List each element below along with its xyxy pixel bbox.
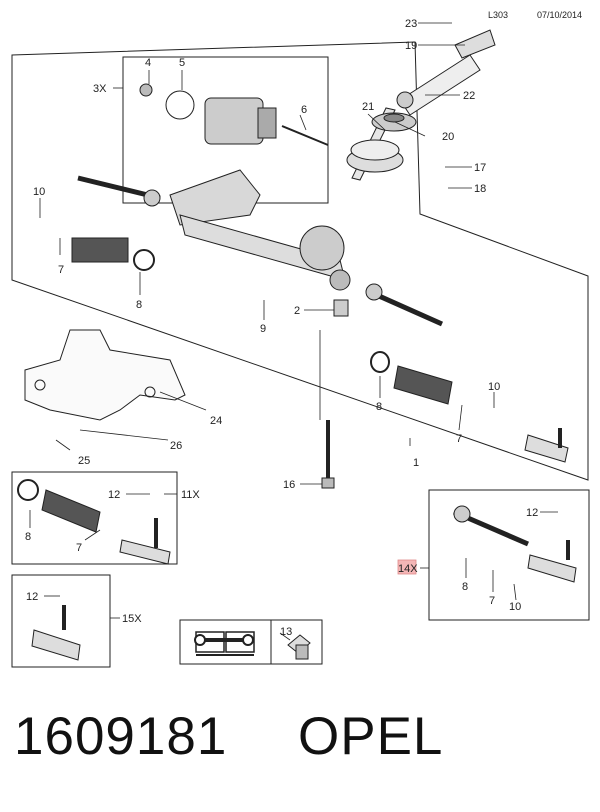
service-manual-icon [194,631,255,656]
callout-11x: 11X [181,489,200,501]
tie-rod-end-kit-14x [527,540,577,583]
kit-14x-box [428,489,590,621]
callout-10b: 10 [488,381,500,393]
callout-12a: 12 [108,489,120,501]
highlight-14x [397,559,417,575]
callout-8a: 8 [136,299,142,311]
adhesive-tube-icon [287,634,311,660]
tie-rod-left [77,175,161,207]
callout-9: 9 [260,323,266,335]
callout-26: 26 [170,440,182,452]
tie-rod-kit [453,505,529,547]
callout-2: 2 [294,305,300,317]
callout-7a: 7 [58,264,64,276]
callout-7c: 7 [76,542,82,554]
callout-20: 20 [442,131,454,143]
tools-box [179,619,323,665]
callout-21: 21 [362,101,374,113]
diagram-date: 07/10/2014 [537,10,582,20]
callout-8c: 8 [25,531,31,543]
callout-4: 4 [145,57,151,69]
kit-11x-box [11,471,178,565]
callout-19: 19 [405,40,417,52]
boot-right [370,351,453,405]
electric-motor [139,83,329,146]
callout-14x: 14X [398,563,418,575]
callout-5: 5 [179,57,185,69]
tie-rod-right [365,283,444,327]
tie-rod-end-kit-15x [31,605,81,661]
callout-10c: 10 [509,601,521,613]
callout-25: 25 [78,455,90,467]
callout-1: 1 [413,457,419,469]
leader-lines [29,22,558,641]
callout-22: 22 [463,90,475,102]
callout-12c: 12 [526,507,538,519]
brand-name: OPEL [298,707,444,766]
callout-7d: 7 [489,595,495,607]
tie-rod-end-kit-11x [119,518,171,565]
callout-12b: 12 [26,591,38,603]
bushing [333,299,349,317]
callout-7b: 7 [456,433,462,445]
mounting-bolt [321,420,335,489]
callout-23: 23 [405,18,417,30]
callout-16: 16 [283,479,295,491]
callout-6: 6 [301,104,307,116]
callout-24: 24 [210,415,222,427]
callout-3x: 3X [93,83,107,95]
callout-8d: 8 [462,581,468,593]
callout-18: 18 [474,183,486,195]
diagram-code: L303 [488,10,508,20]
tie-rod-end-right [524,428,569,463]
main-assembly-frame [11,41,589,481]
callout-8b: 8 [376,401,382,413]
callout-13: 13 [280,626,292,638]
boot-left [71,237,155,271]
part-number: 1609181 [14,707,228,766]
kit-15x-box [11,574,111,668]
boot-kit [17,479,101,533]
rack-housing [169,169,351,291]
steering-column-seal [346,112,417,173]
callout-17: 17 [474,162,486,174]
callout-15x: 15X [122,613,142,625]
mounting-bracket [24,329,186,421]
callout-10a: 10 [33,186,45,198]
